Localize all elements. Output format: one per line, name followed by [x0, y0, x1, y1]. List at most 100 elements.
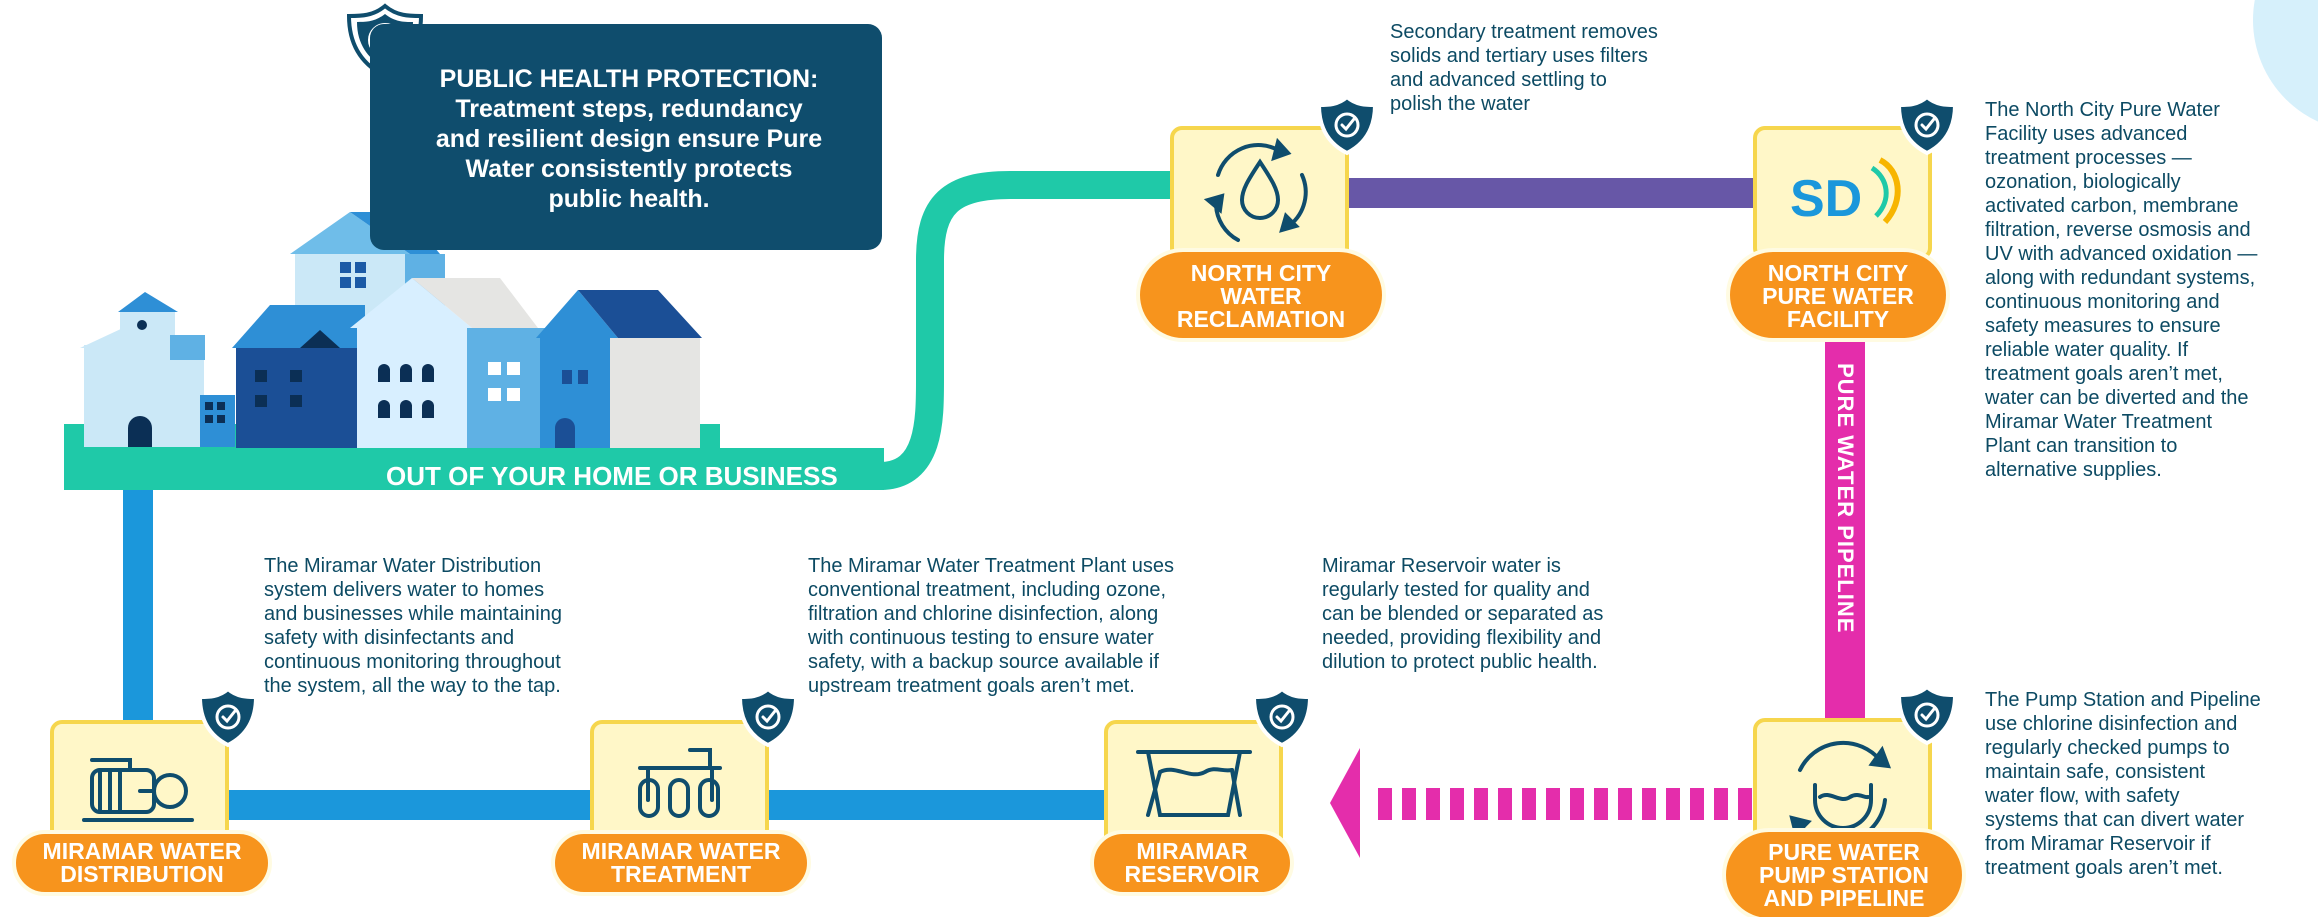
stage-label-pure-water-pump-station: PURE WATER PUMP STATION AND PIPELINE — [1726, 841, 1962, 910]
stage-label-miramar-water-treatment: MIRAMAR WATER TREATMENT — [555, 840, 807, 886]
callout-line: and resilient design ensure Pure — [435, 125, 823, 153]
stage-label-line: NORTH CITY — [1190, 260, 1332, 286]
description-line: conventional treatment, including ozone, — [808, 579, 1167, 601]
description-miramar-water-distribution: The Miramar Water Distribution system de… — [264, 554, 562, 698]
shield-check-icon — [1316, 94, 1378, 156]
description-line: systems that can divert water — [1985, 809, 2244, 831]
callout-line: Treatment steps, redundancy — [455, 95, 803, 123]
description-line: The North City Pure Water — [1985, 99, 2220, 121]
stage-label-line: PURE WATER — [1762, 283, 1914, 309]
stage-label-line: PUMP STATION — [1759, 862, 1929, 888]
public-health-callout: PUBLIC HEALTH PROTECTION: Treatment step… — [370, 24, 882, 250]
teal-pipe — [878, 171, 1175, 490]
description-line: polish the water — [1390, 93, 1531, 115]
corner-decoration — [2253, 0, 2318, 122]
callout-line: PUBLIC HEALTH PROTECTION: — [439, 65, 819, 93]
node-north-city-water-reclamation — [1136, 94, 1386, 342]
description-line: The Miramar Water Distribution — [264, 555, 542, 577]
description-line: Secondary treatment removes — [1390, 21, 1658, 43]
description-line: reliable water quality. If — [1985, 339, 2189, 361]
description-line: The Miramar Water Treatment Plant uses — [808, 555, 1175, 577]
stage-label-line: PURE WATER — [1768, 839, 1920, 865]
blue-pipe-vertical — [123, 486, 153, 726]
description-line: The Pump Station and Pipeline — [1985, 689, 2261, 711]
stage-label-line: MIRAMAR WATER — [581, 838, 781, 864]
svg-text:SD: SD — [1790, 170, 1862, 228]
magenta-pipeline — [1825, 340, 1865, 730]
description-line: filtration, reverse osmosis and — [1985, 219, 2251, 241]
description-line: regularly tested for quality and — [1322, 579, 1590, 601]
stage-label-line: DISTRIBUTION — [60, 861, 224, 887]
flow-arrow — [1330, 748, 1752, 858]
description-line: filtration and chlorine disinfection, al… — [808, 603, 1159, 625]
description-north-city-water-reclamation: Secondary treatment removes solids and t… — [1390, 20, 1658, 116]
callout-line: Water consistently protects — [465, 155, 793, 183]
description-line: the system, all the way to the tap. — [264, 675, 561, 697]
description-line: water can be diverted and the — [1985, 387, 2249, 409]
shield-check-icon — [1896, 684, 1958, 746]
flow-arrow-tip — [1330, 748, 1360, 858]
stage-label-line: FACILITY — [1786, 306, 1890, 332]
description-miramar-reservoir: Miramar Reservoir water is regularly tes… — [1322, 554, 1603, 674]
recycle-droplet-icon — [1203, 137, 1308, 242]
description-line: safety, with a backup source available i… — [808, 651, 1159, 673]
description-line: upstream treatment goals aren’t met. — [808, 675, 1135, 697]
description-line: safety with disinfectants and — [264, 627, 515, 649]
description-line: along with redundant systems, — [1985, 267, 2256, 289]
description-line: water flow, with safety — [1985, 785, 2180, 807]
description-line: Facility uses advanced — [1985, 123, 2188, 145]
node-miramar-water-distribution — [12, 686, 272, 896]
description-line: needed, providing flexibility and — [1322, 627, 1602, 649]
description-line: use chlorine disinfection and — [1985, 713, 2238, 735]
shield-check-icon — [197, 686, 259, 748]
sd-logo: SD — [1790, 157, 1901, 228]
shield-check-icon — [1896, 94, 1958, 156]
stage-nodes: SD — [12, 94, 1966, 917]
stage-label-line: MIRAMAR WATER — [42, 838, 242, 864]
description-line: treatment goals aren’t met. — [1985, 857, 2223, 879]
pump-motor-icon — [82, 758, 194, 822]
description-pure-water-pump-station: The Pump Station and Pipeline use chlori… — [1985, 688, 2261, 880]
shield-check-icon — [1251, 686, 1313, 748]
description-line: and businesses while maintaining — [264, 603, 562, 625]
description-line: with continuous testing to ensure water — [808, 627, 1154, 649]
description-line: Miramar Water Treatment — [1985, 411, 2213, 433]
description-line: and advanced settling to — [1390, 69, 1607, 91]
description-line: Miramar Reservoir water is — [1322, 555, 1561, 577]
reservoir-icon — [1136, 750, 1252, 817]
home-band — [64, 448, 884, 490]
stage-label-north-city-pure-water-facility: NORTH CITY PURE WATER FACILITY — [1730, 262, 1946, 331]
stage-label-miramar-reservoir: MIRAMAR RESERVOIR — [1094, 840, 1290, 886]
stage-label-line: AND PIPELINE — [1763, 885, 1925, 911]
description-line: Plant can transition to — [1985, 435, 2178, 457]
house-light — [350, 278, 547, 448]
stage-label-line: TREATMENT — [610, 861, 752, 887]
description-line: from Miramar Reservoir if — [1985, 833, 2211, 855]
stage-label-line: RESERVOIR — [1124, 861, 1260, 887]
description-miramar-water-treatment: The Miramar Water Treatment Plant uses c… — [808, 554, 1174, 698]
description-line: maintain safe, consistent — [1985, 761, 2206, 783]
stage-label-north-city-water-reclamation: NORTH CITY WATER RECLAMATION — [1140, 262, 1382, 331]
description-line: treatment processes — — [1985, 147, 2192, 169]
home-band-label: OUT OF YOUR HOME OR BUSINESS — [386, 461, 838, 491]
node-miramar-reservoir — [1090, 686, 1313, 896]
description-line: can be blended or separated as — [1322, 603, 1604, 625]
callout-line: public health. — [548, 185, 710, 213]
description-line: activated carbon, membrane — [1985, 195, 2239, 217]
description-line: UV with advanced oxidation — — [1985, 243, 2258, 265]
node-north-city-pure-water-facility: SD — [1726, 94, 1958, 342]
description-line: safety measures to ensure — [1985, 315, 2221, 337]
pipeline-label-text: PURE WATER PIPELINE — [1833, 362, 1858, 634]
pump-cycle-icon — [1789, 740, 1892, 845]
description-line: alternative supplies. — [1985, 459, 2162, 481]
shield-check-icon — [737, 686, 799, 748]
houses-illustration — [64, 212, 884, 490]
description-line: solids and tertiary uses filters — [1390, 45, 1648, 67]
stage-label-miramar-water-distribution: MIRAMAR WATER DISTRIBUTION — [16, 840, 268, 886]
flow-arrow-dashes — [1378, 788, 1752, 820]
description-north-city-pure-water-facility: The North City Pure Water Facility uses … — [1985, 98, 2257, 482]
house-left — [80, 292, 235, 447]
stage-label-line: WATER — [1220, 283, 1302, 309]
description-line: regularly checked pumps to — [1985, 737, 2230, 759]
